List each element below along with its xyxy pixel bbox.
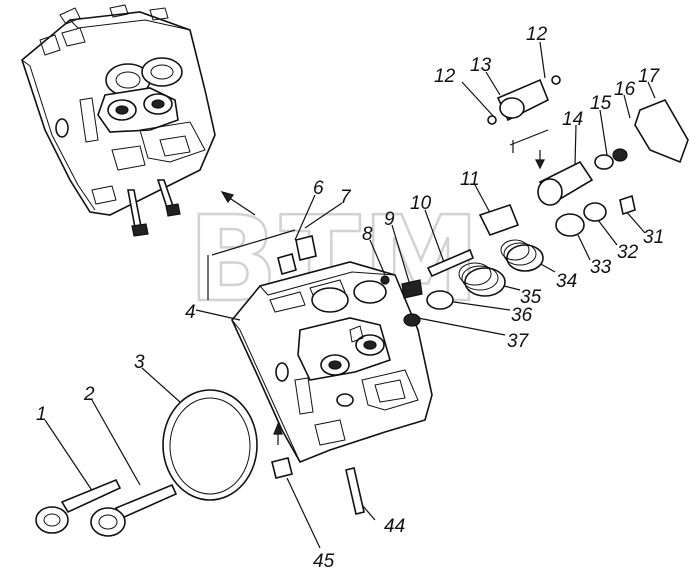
stud-44 bbox=[345, 467, 365, 515]
callout-10: 10 bbox=[410, 193, 432, 214]
callout-16: 16 bbox=[614, 79, 636, 100]
callout-34: 34 bbox=[556, 271, 577, 292]
callout-11: 11 bbox=[460, 169, 480, 190]
callout-9: 9 bbox=[384, 209, 395, 230]
part-9 bbox=[401, 279, 423, 299]
part-7 bbox=[295, 235, 317, 261]
callout-33: 33 bbox=[590, 257, 612, 278]
callout-17: 17 bbox=[638, 66, 661, 87]
part-32 bbox=[583, 202, 607, 222]
callout-7: 7 bbox=[340, 187, 352, 208]
callout-12-left: 12 bbox=[434, 66, 456, 87]
callout-1: 1 bbox=[36, 404, 47, 425]
assembled-cylinder-head bbox=[21, 4, 216, 237]
part-16 bbox=[612, 148, 628, 162]
part-8 bbox=[380, 275, 390, 285]
callout-8: 8 bbox=[362, 224, 373, 245]
part-45 bbox=[271, 457, 293, 479]
part-6 bbox=[277, 253, 297, 275]
part-17 bbox=[634, 98, 689, 164]
callout-15: 15 bbox=[590, 93, 612, 114]
part-15 bbox=[594, 154, 614, 170]
callout-36: 36 bbox=[511, 305, 533, 326]
callout-6: 6 bbox=[313, 178, 324, 199]
callout-12-right: 12 bbox=[526, 24, 548, 45]
spring-35 bbox=[458, 262, 506, 297]
rocker-shaft-13 bbox=[496, 78, 550, 122]
part-12-left bbox=[487, 115, 497, 125]
part-31 bbox=[619, 194, 636, 216]
callout-14: 14 bbox=[562, 109, 583, 130]
part-11 bbox=[478, 204, 520, 236]
callout-4: 4 bbox=[185, 302, 196, 323]
part-12-right bbox=[551, 75, 561, 85]
direction-arrows bbox=[220, 150, 545, 445]
part-36 bbox=[426, 290, 454, 310]
valve-1 bbox=[35, 478, 122, 534]
callout-2: 2 bbox=[83, 384, 95, 405]
callout-37: 37 bbox=[507, 331, 530, 352]
part-10 bbox=[426, 248, 475, 278]
gasket-ring bbox=[162, 389, 258, 501]
callout-3: 3 bbox=[134, 352, 145, 373]
part-33 bbox=[555, 213, 585, 237]
callout-35: 35 bbox=[520, 287, 542, 308]
callout-13: 13 bbox=[470, 55, 492, 76]
valve-2 bbox=[90, 483, 178, 537]
callout-labels: 1 2 3 4 6 7 8 9 10 11 12 12 13 14 15 16 … bbox=[36, 24, 664, 572]
callout-31: 31 bbox=[643, 227, 664, 248]
callout-32: 32 bbox=[617, 242, 639, 263]
callout-44: 44 bbox=[384, 516, 405, 537]
callout-45: 45 bbox=[313, 551, 335, 572]
cylinder-head bbox=[231, 261, 433, 464]
part-37 bbox=[403, 313, 421, 327]
part-14 bbox=[537, 160, 594, 206]
spring-34 bbox=[500, 239, 544, 272]
